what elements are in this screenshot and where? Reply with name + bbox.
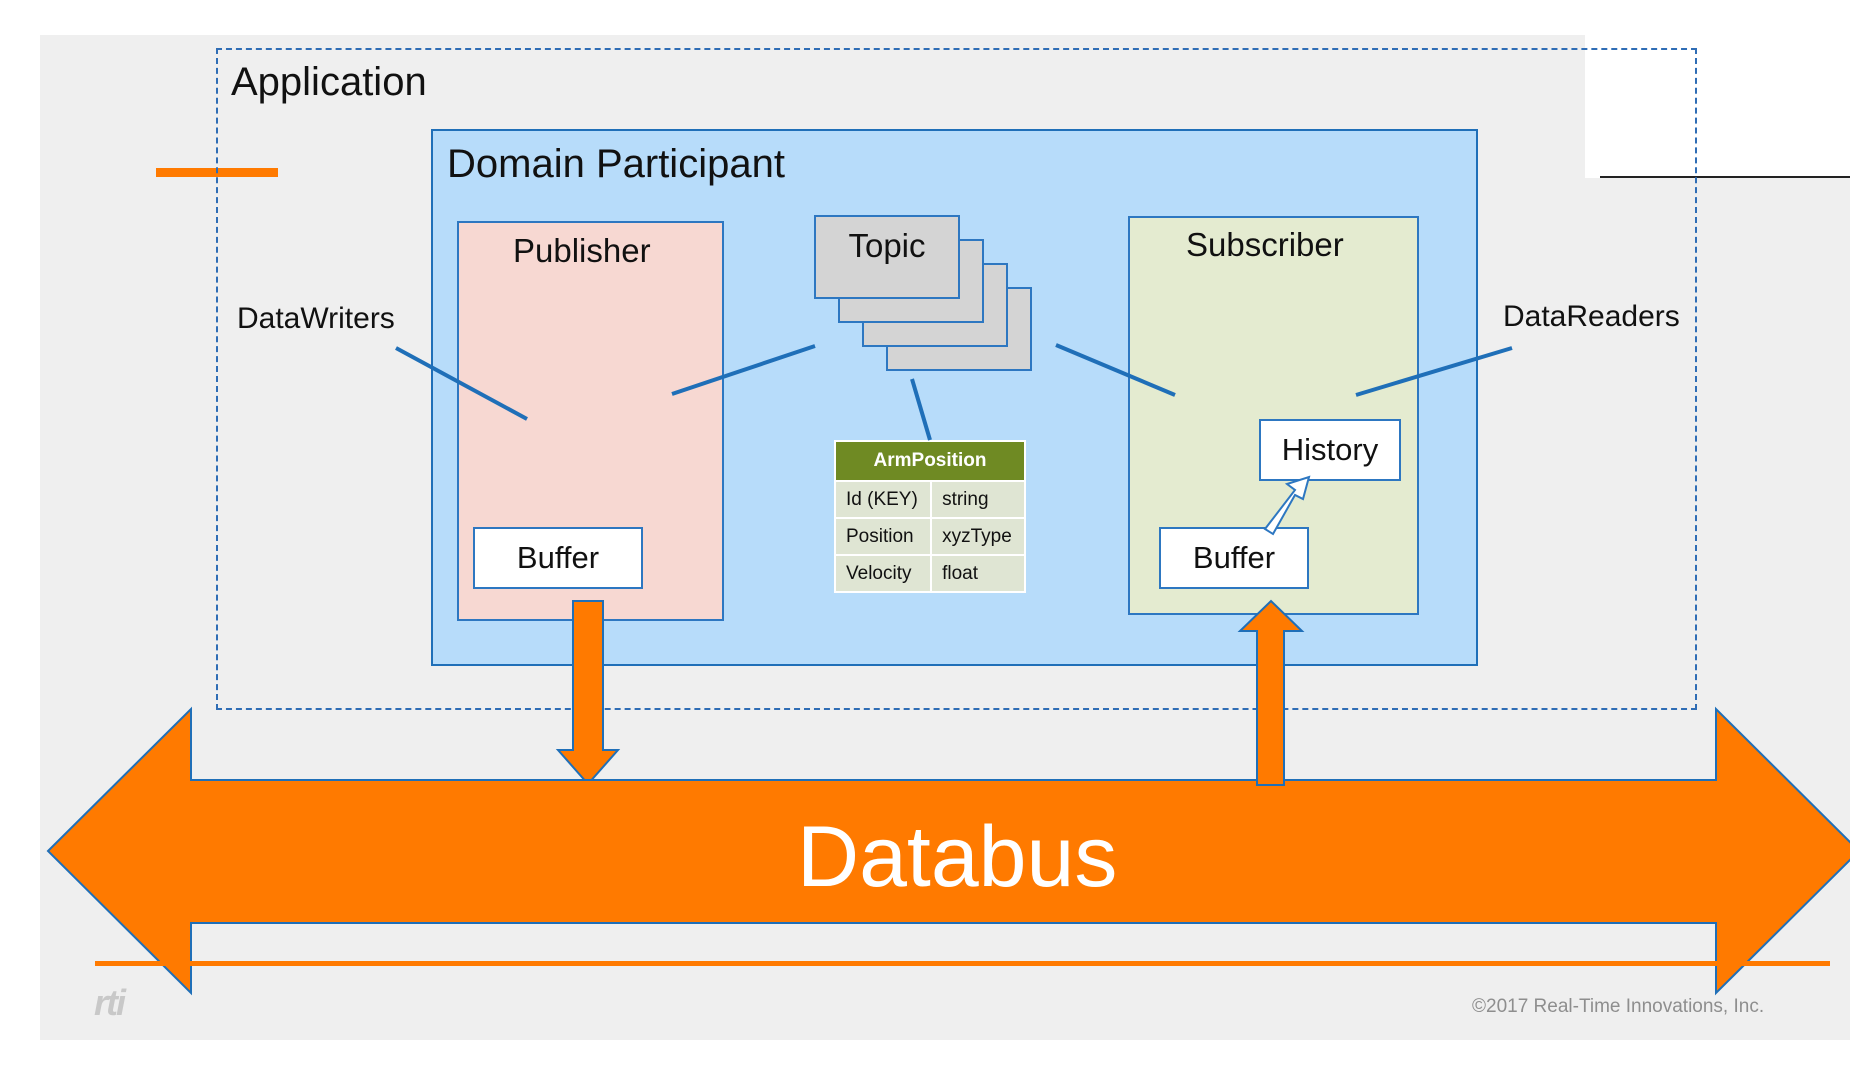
rti-logo: rti — [94, 982, 126, 1023]
publisher-label: Publisher — [513, 232, 651, 269]
databus-label: Databus — [797, 809, 1118, 905]
table-row: Id (KEY) string — [833, 480, 1026, 519]
databus-arrow — [46, 706, 1850, 996]
topic-type-connector — [910, 378, 932, 441]
topic-subscriber-connector — [1055, 343, 1176, 397]
buffer-to-history-arrow — [1263, 475, 1311, 536]
data-reader-connector — [1355, 346, 1513, 397]
topic-card-1: Topic — [814, 215, 960, 299]
field-name: Position — [833, 517, 933, 556]
subscriber-buffer-box: Buffer — [1159, 527, 1309, 589]
type-table-title: ArmPosition — [834, 440, 1026, 482]
bottom-orange-rule — [95, 961, 1830, 966]
data-readers-label: DataReaders — [1503, 300, 1680, 333]
top-right-patch — [1585, 0, 1850, 178]
application-label: Application — [231, 60, 427, 104]
publisher-topic-connector — [671, 344, 816, 396]
domain-participant-label: Domain Participant — [447, 142, 785, 186]
table-row: Velocity float — [833, 554, 1026, 593]
application-container — [216, 48, 1697, 710]
field-type: float — [930, 554, 1026, 593]
field-type: xyzType — [930, 517, 1026, 556]
topic-label: Topic — [848, 227, 926, 264]
data-writer-connector — [395, 346, 528, 421]
publisher-down-arrow — [555, 600, 621, 786]
history-box: History — [1259, 419, 1401, 481]
type-definition-table: ArmPosition Id (KEY) string Position xyz… — [833, 440, 1026, 593]
top-right-rule — [1600, 176, 1850, 178]
publisher-buffer-box: Buffer — [473, 527, 643, 589]
field-name: Velocity — [833, 554, 933, 593]
subscriber-label: Subscriber — [1186, 226, 1344, 263]
field-name: Id (KEY) — [833, 480, 933, 519]
table-row: Position xyzType — [833, 517, 1026, 556]
field-type: string — [930, 480, 1026, 519]
data-writers-label: DataWriters — [237, 302, 395, 335]
subscriber-up-arrow — [1237, 599, 1305, 786]
copyright-text: ©2017 Real-Time Innovations, Inc. — [1472, 996, 1765, 1017]
